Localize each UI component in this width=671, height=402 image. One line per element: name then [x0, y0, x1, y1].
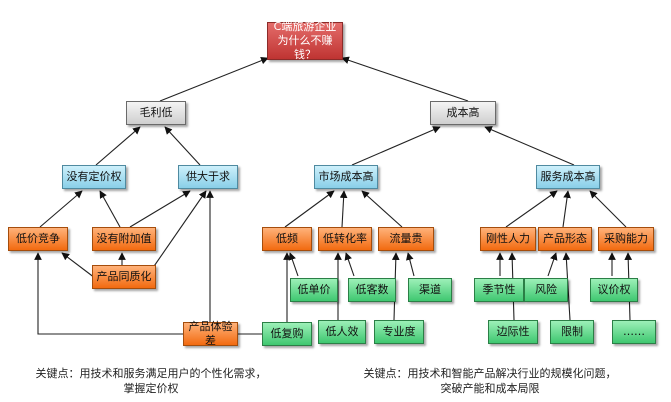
- right-note-line-1: 关键点：用技术和智能产品解决行业的规模化问题，: [363, 367, 617, 380]
- low-margin-box: 毛利低: [126, 101, 186, 125]
- low-repurchase-box: 低复购: [262, 322, 312, 346]
- edge-noadded-to-oversupply: [129, 190, 191, 228]
- edge-custcount-to-lowconv: [344, 252, 355, 277]
- restriction-box: 限制: [550, 320, 594, 344]
- product-form-box: 产品形态: [538, 227, 592, 251]
- purchasing-ability-box: 采购能力: [598, 227, 654, 251]
- edge-rigid-to-service: [505, 190, 558, 228]
- edge-lowfreq-to-market: [284, 190, 335, 228]
- edge-risk-to-form: [547, 252, 558, 277]
- edge-market-to-cost: [351, 126, 441, 166]
- oversupply-box: 供大于求: [178, 165, 238, 189]
- right-key-point-note: 关键点：用技术和智能产品解决行业的规模化问题， 突破产能和成本局限: [350, 366, 630, 396]
- left-key-point-note: 关键点：用技术和服务满足用户的个性化需求， 掌握定价权: [28, 366, 274, 396]
- risk-box: 风险: [524, 278, 568, 302]
- product-homogeneity-box: 产品同质化: [92, 265, 156, 289]
- left-note-line-1: 关键点：用技术和服务满足用户的个性化需求，: [35, 367, 267, 380]
- bargaining-power-box: 议价权: [590, 278, 638, 302]
- edge-service-to-cost: [484, 126, 575, 166]
- edge-form-to-service: [562, 190, 571, 228]
- edge-noadded-to-pricing: [99, 190, 121, 228]
- left-note-line-2: 掌握定价权: [123, 382, 179, 395]
- rigid-labor-box: 刚性人力: [480, 227, 536, 251]
- low-conversion-box: 低转化率: [318, 227, 372, 251]
- edge-purchase-to-service: [589, 190, 627, 228]
- market-cost-box: 市场成本高: [314, 165, 378, 189]
- no-added-value-box: 没有附加值: [92, 227, 156, 251]
- edge-cost-to-root: [341, 56, 469, 102]
- marginality-box: 边际性: [488, 320, 538, 344]
- poor-experience-box: 产品体验差: [183, 320, 238, 347]
- root-line-1: C端旅游企业: [273, 20, 337, 33]
- edge-oversupply-to-margin: [164, 126, 201, 166]
- low-customer-count-box: 低客数: [348, 278, 396, 302]
- right-note-line-2: 突破产能和成本局限: [440, 382, 540, 395]
- seasonality-box: 季节性: [474, 278, 524, 302]
- edge-pricing-to-margin: [95, 126, 141, 166]
- edge-experience-to-lowprice: [34, 252, 183, 335]
- edge-traffic-to-market: [361, 190, 403, 228]
- low-frequency-box: 低频: [262, 227, 312, 251]
- channel-box: 渠道: [408, 278, 452, 302]
- edge-homog-to-lowprice: [61, 252, 96, 279]
- edge-channel-to-traffic: [406, 252, 415, 277]
- root-question-box: C端旅游企业 为什么不赚钱？: [267, 20, 343, 61]
- edge-lowconv-to-market: [339, 190, 348, 228]
- edge-restrict-to-form: [562, 252, 571, 321]
- expensive-traffic-box: 流量贵: [378, 227, 434, 251]
- edge-homog-to-oversupply: [149, 190, 207, 273]
- low-price-competition-box: 低价竞争: [8, 227, 68, 251]
- edge-unitprice-to-lowfreq: [288, 252, 299, 277]
- low-per-capita-box: 低人效: [318, 320, 366, 344]
- no-pricing-power-box: 没有定价权: [62, 165, 126, 189]
- low-unit-price-box: 低单价: [290, 278, 338, 302]
- service-cost-box: 服务成本高: [536, 165, 600, 189]
- edge-margin-to-root: [159, 56, 269, 102]
- professionalism-box: 专业度: [374, 320, 424, 344]
- edge-lowprice-to-pricing: [39, 190, 83, 228]
- more-ellipsis-box: ……: [612, 320, 656, 344]
- root-line-2: 为什么不赚钱？: [277, 34, 333, 61]
- high-cost-box: 成本高: [430, 101, 496, 125]
